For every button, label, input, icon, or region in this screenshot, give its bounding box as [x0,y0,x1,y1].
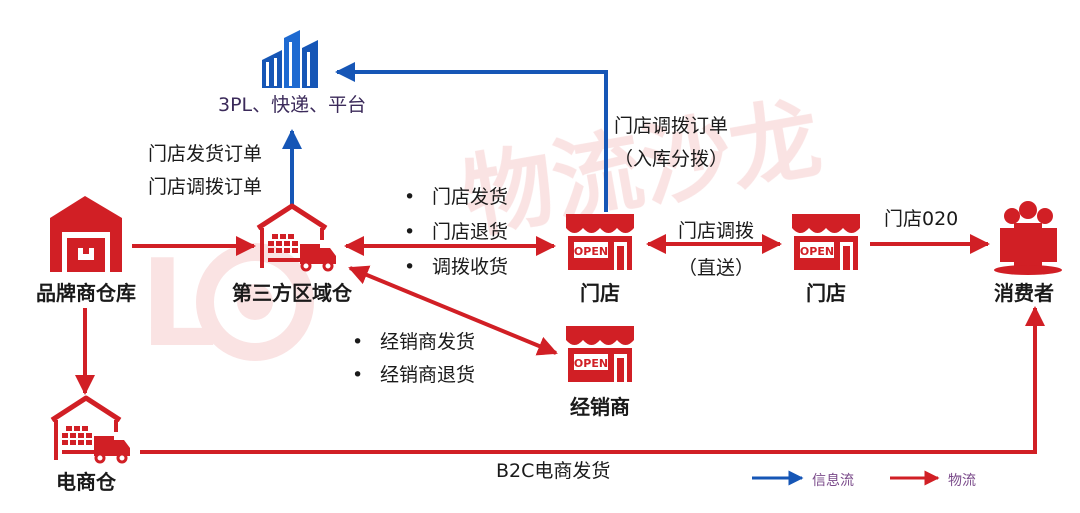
arrow-ecommerce-to-consumer [140,306,1045,454]
buildings-icon [262,30,318,88]
flow-label-b2c: B2C电商发货 [496,460,611,482]
flow-label-store-o2o: 门店020 [884,208,959,230]
store-icon: OPEN [792,214,860,270]
dealer-store-icon: OPEN [566,326,634,382]
consumer-label: 消费者 [994,281,1054,305]
store-sign-text: OPEN [800,245,834,258]
store-sign-text: OPEN [574,245,608,258]
flow-label-store-ship-order: 门店发货订单 [148,143,263,165]
store2-label: 门店 [806,281,846,305]
flow-bullet-transfer-receive: 调拨收货 [404,258,508,278]
store-icon: OPEN [566,214,634,270]
legend-logistics: 物流 [948,473,976,489]
flow-label-inbound-distribution: （入库分拨） [614,148,729,170]
flow-bullet-dealer-ship: 经销商发货 [352,333,475,353]
flow-bullet-store-return: 门店退货 [404,223,508,243]
warehouse-icon [50,196,122,272]
flow-label-transfer-order: 门店调拨订单 [614,115,729,137]
warehouse-truck-icon [256,203,336,272]
legend-info-flow: 信息流 [812,473,854,489]
store1-label: 门店 [580,281,620,305]
flow-label-direct: （直送） [678,257,755,279]
arrow-store-to-3pl [335,62,608,212]
consumers-icon [994,201,1062,275]
ecommerce-warehouse-label: 电商仓 [56,470,116,494]
brand-warehouse-label: 品牌商仓库 [36,281,136,305]
3pl-label: 3PL、快递、平台 [218,94,367,116]
third-party-warehouse-label: 第三方区域仓 [232,281,352,305]
ecommerce-warehouse-icon [50,395,130,464]
svg-text:L: L [140,235,216,374]
flow-bullet-store-ship: 门店发货 [404,188,508,208]
flow-label-store-transfer: 门店调拨 [678,220,755,242]
flow-label-store-transfer-order: 门店调拨订单 [148,176,263,198]
dealer-label: 经销商 [570,395,630,419]
store-sign-text: OPEN [574,357,608,370]
flow-bullet-dealer-return: 经销商退货 [352,366,475,386]
arrow-3pd-dealer [348,265,558,356]
